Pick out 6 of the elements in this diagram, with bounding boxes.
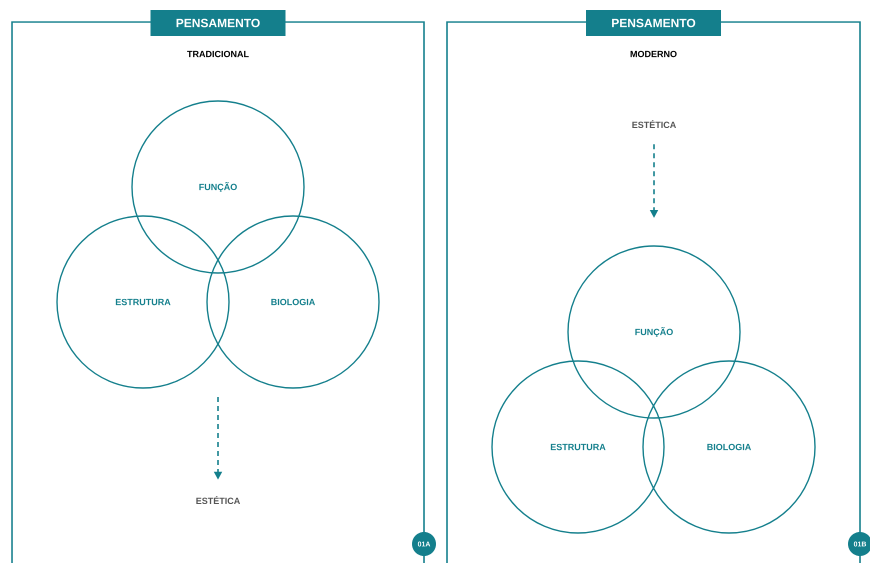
concept-label: ESTÉTICA	[196, 496, 240, 504]
panel-subtitle: TRADICIONAL	[187, 50, 249, 58]
header-tag: PENSAMENTO	[150, 10, 286, 36]
panel-subtitle: MODERNO	[630, 50, 677, 58]
concept-label: ESTÉTICA	[632, 120, 676, 128]
header-tag: PENSAMENTO	[586, 10, 721, 36]
